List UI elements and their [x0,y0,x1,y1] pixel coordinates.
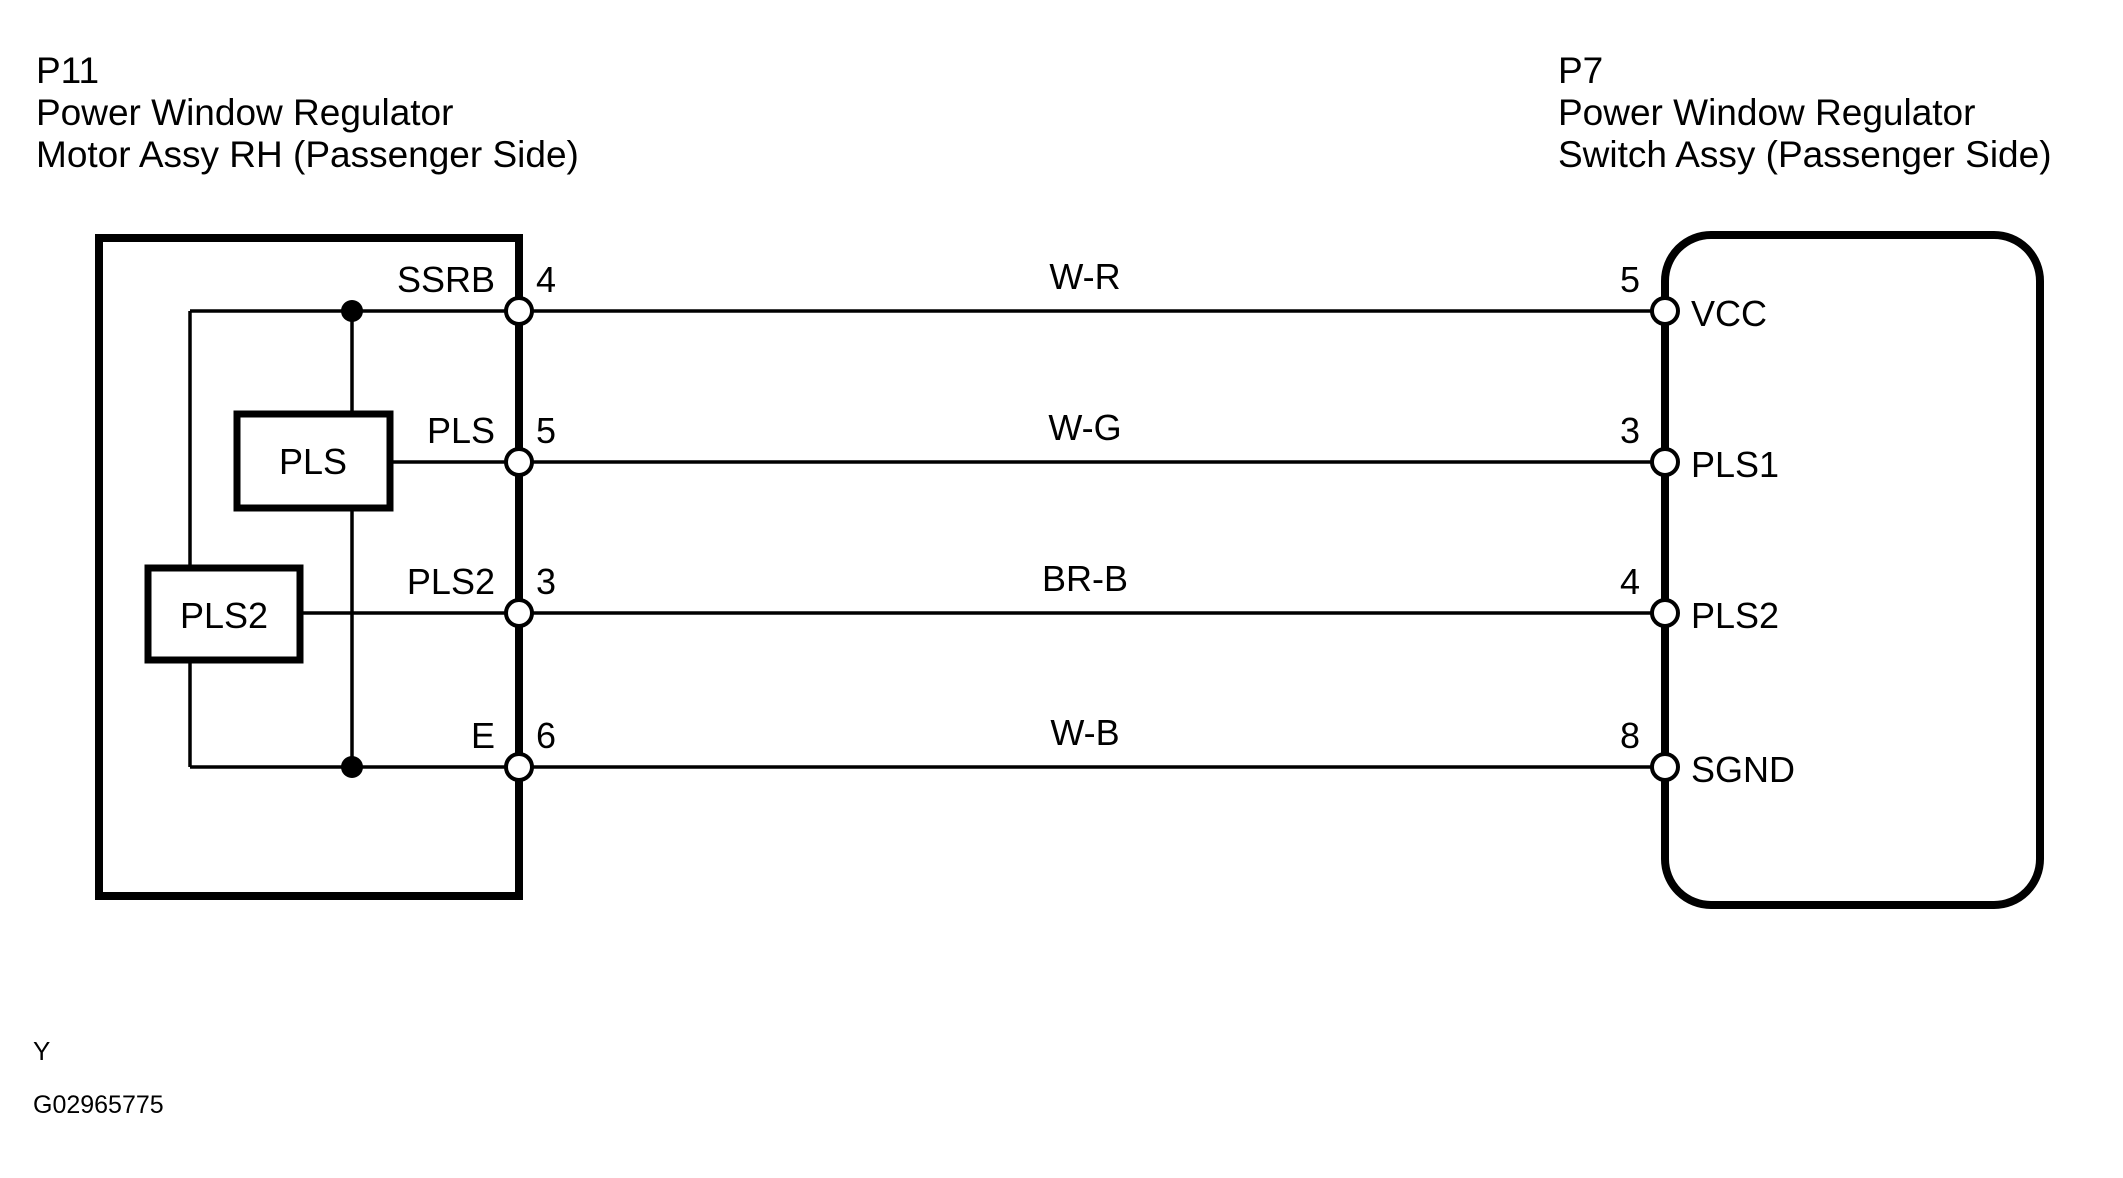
component-label-pls: PLS [279,441,347,482]
wire-color-label-2: BR-B [1042,558,1128,599]
left-pin-number-2: 3 [536,561,556,602]
footer-symbol: Y [33,1036,50,1066]
left-terminal-label-3: E [471,715,495,756]
left-connector-name-line1: Power Window Regulator [36,92,453,133]
right-terminal-node-0[interactable] [1650,296,1680,326]
right-connector-name-line1: Power Window Regulator [1558,92,1975,133]
wire-color-label-3: W-B [1050,712,1119,753]
right-terminal-node-1[interactable] [1650,447,1680,477]
left-terminal-label-0: SSRB [397,259,495,300]
right-connector-name-line2: Switch Assy (Passenger Side) [1558,134,2052,175]
left-terminal-node-0[interactable] [504,296,534,326]
right-terminal-node-2[interactable] [1650,598,1680,628]
right-pin-number-2: 4 [1620,561,1640,602]
junction-dot-ssrb [341,300,363,322]
left-terminal-node-3[interactable] [504,752,534,782]
right-terminal-label-3: SGND [1691,749,1795,790]
right-pin-number-3: 8 [1620,715,1640,756]
footer-code: G02965775 [33,1091,164,1119]
component-box-pls [233,410,394,512]
left-pin-number-1: 5 [536,410,556,451]
left-terminal-label-2: PLS2 [407,561,495,602]
right-terminal-label-2: PLS2 [1691,595,1779,636]
left-connector-code: P11 [36,50,99,91]
left-terminal-node-1[interactable] [504,447,534,477]
right-connector-body [1661,231,2044,909]
component-box-pls2 [144,564,304,664]
right-terminal-node-3[interactable] [1650,752,1680,782]
left-terminal-label-1: PLS [427,410,495,451]
component-label-pls2: PLS2 [180,595,268,636]
right-pin-number-1: 3 [1620,410,1640,451]
left-pin-number-3: 6 [536,715,556,756]
wire-color-label-1: W-G [1048,407,1121,448]
left-terminal-node-2[interactable] [504,598,534,628]
left-connector-name-line2: Motor Assy RH (Passenger Side) [36,134,579,175]
right-pin-number-0: 5 [1620,259,1640,300]
wire-color-label-0: W-R [1049,256,1120,297]
right-terminal-label-0: VCC [1691,293,1767,334]
junction-dot-e [341,756,363,778]
left-pin-number-0: 4 [536,259,556,300]
right-connector-code: P7 [1558,50,1603,91]
right-terminal-label-1: PLS1 [1691,444,1779,485]
